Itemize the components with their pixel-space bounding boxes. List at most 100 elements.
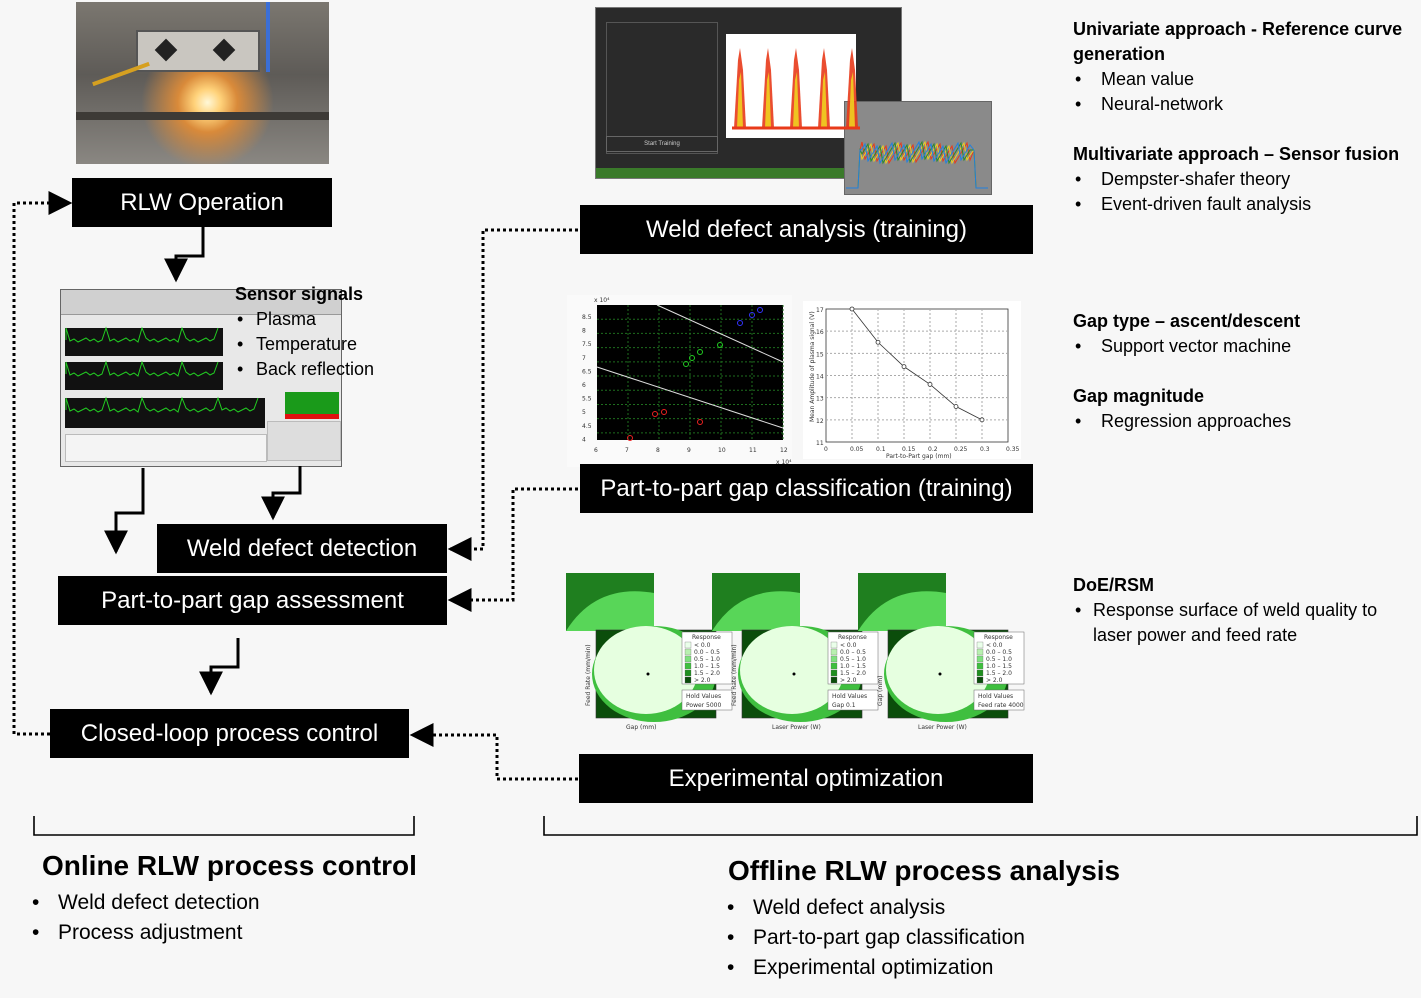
scatter-ytick: 5.5 xyxy=(582,396,592,403)
list-item-cont: laser power and feed rate xyxy=(1093,625,1298,645)
legend-swatch xyxy=(830,676,838,684)
scatter-point xyxy=(627,435,633,441)
list-item: Part-to-part gap classification xyxy=(725,923,1025,953)
regression-line xyxy=(851,308,983,421)
scatter-xtick: 11 xyxy=(749,447,757,454)
legend-label: 0.0 – 0.5 xyxy=(694,649,720,656)
overlay-trace xyxy=(846,140,988,189)
start-training-button[interactable]: Start Training xyxy=(606,136,718,152)
legend-swatch xyxy=(976,648,984,656)
hold-values-title: Hold Values xyxy=(978,693,1013,700)
signal-spike xyxy=(849,72,855,128)
multivariate-notes: Multivariate approach – Sensor fusion De… xyxy=(1073,142,1399,217)
arrow xyxy=(164,227,205,283)
legend-swatch xyxy=(830,662,838,670)
legend-label: 0.5 – 1.0 xyxy=(986,656,1012,663)
legend-label: > 2.0 xyxy=(840,677,857,684)
contour-center xyxy=(646,672,650,676)
legend-label: < 0.0 xyxy=(694,642,711,649)
contour-band xyxy=(566,591,654,631)
regression-ytick: 15 xyxy=(816,351,824,358)
regression-xlabel: Part-to-Part gap (mm) xyxy=(886,453,952,460)
contour-band xyxy=(594,626,698,714)
list-item: Process adjustment xyxy=(30,918,260,948)
scatter-axis-exponent: x 10⁴ xyxy=(776,459,792,466)
contour-band xyxy=(712,591,800,631)
status-panel xyxy=(285,414,339,419)
legend-label: 0.5 – 1.0 xyxy=(840,656,866,663)
regression-xtick: 0.25 xyxy=(954,446,968,453)
scatter-point xyxy=(757,307,763,313)
legend-label: 0.0 – 0.5 xyxy=(986,649,1012,656)
multivariate-heading: Multivariate approach – Sensor fusion xyxy=(1073,144,1400,164)
legend-swatch xyxy=(684,655,692,663)
signal-trace xyxy=(65,396,259,413)
legend-label: 1.0 – 1.5 xyxy=(694,663,720,670)
scatter-xtick: 10 xyxy=(718,447,726,454)
scatter-xtick: 8 xyxy=(656,447,660,454)
online-list: Weld defect detection Process adjustment xyxy=(30,888,260,948)
legend-swatch xyxy=(976,662,984,670)
gap-magnitude-heading: Gap magnitude xyxy=(1073,386,1205,406)
regression-point xyxy=(849,306,855,312)
regression-point xyxy=(927,381,933,387)
signal-spike xyxy=(765,72,771,128)
offline-title: Offline RLW process analysis xyxy=(728,855,1121,886)
offline-bracket xyxy=(543,816,1418,836)
gap-assessment-box: Part-to-part gap assessment xyxy=(58,576,447,625)
scatter-point xyxy=(697,349,703,355)
doe-heading: DoE/RSM xyxy=(1073,575,1154,595)
legend-swatch xyxy=(830,669,838,677)
rail xyxy=(76,112,329,120)
list-item: Weld defect analysis xyxy=(725,893,1025,923)
list-item: Plasma xyxy=(235,307,374,332)
regression-xtick: 0.35 xyxy=(1006,446,1020,453)
hold-values-title: Hold Values xyxy=(686,693,721,700)
scatter-ytick: 5 xyxy=(582,409,586,416)
contour-ylabel: Feed Rate (mm/min) xyxy=(585,644,592,706)
overlay-trace xyxy=(846,140,988,189)
signal-panel xyxy=(65,398,265,428)
gap-type-heading: Gap type – ascent/descent xyxy=(1073,311,1301,331)
list-item: Event-driven fault analysis xyxy=(1073,192,1399,217)
regression-point xyxy=(875,339,881,345)
weld-defect-detection-box: Weld defect detection xyxy=(157,524,447,573)
univariate-notes: Univariate approach - Reference curve ge… xyxy=(1073,17,1402,117)
regression-ytick: 14 xyxy=(816,374,824,381)
legend-swatch xyxy=(830,641,838,649)
offline-list: Weld defect analysis Part-to-part gap cl… xyxy=(725,893,1025,983)
signal-spike xyxy=(821,72,827,128)
signal-trace xyxy=(65,360,219,377)
legend-label: 1.5 – 2.0 xyxy=(986,670,1012,677)
arrow xyxy=(199,638,240,696)
signal-spike xyxy=(793,72,799,128)
legend-label: < 0.0 xyxy=(986,642,1003,649)
hold-values-value: Feed rate 4000 xyxy=(978,702,1024,709)
rlw-operation-box: RLW Operation xyxy=(72,178,332,227)
regression-xtick: 0.3 xyxy=(980,446,990,453)
regression-xtick: 0.1 xyxy=(876,446,886,453)
scatter-ytick: 8.5 xyxy=(582,314,592,321)
side-area xyxy=(267,421,341,461)
svm-boundary xyxy=(656,304,784,363)
list-item: Support vector machine xyxy=(1073,334,1300,359)
list-item: Regression approaches xyxy=(1073,409,1291,434)
regression-ytick: 13 xyxy=(816,396,824,403)
scatter-point xyxy=(717,342,723,348)
scatter-point xyxy=(749,312,755,318)
legend-swatch xyxy=(976,669,984,677)
scatter-point xyxy=(683,361,689,367)
scatter-ytick: 4 xyxy=(582,436,586,443)
hold-values-value: Gap 0.1 xyxy=(832,702,856,709)
legend-label: 1.5 – 2.0 xyxy=(694,670,720,677)
legend-label: 1.0 – 1.5 xyxy=(986,663,1012,670)
contour-ylabel: Feed Rate (mm/min) xyxy=(731,644,738,706)
contour-band xyxy=(886,626,990,714)
contour-xlabel: Laser Power (W) xyxy=(918,724,967,731)
legend-swatch xyxy=(976,641,984,649)
dotted-arrow xyxy=(409,723,578,781)
list-item: Experimental optimization xyxy=(725,953,1025,983)
arrow xyxy=(261,466,302,521)
contour-xlabel: Laser Power (W) xyxy=(772,724,821,731)
legend-swatch xyxy=(976,655,984,663)
